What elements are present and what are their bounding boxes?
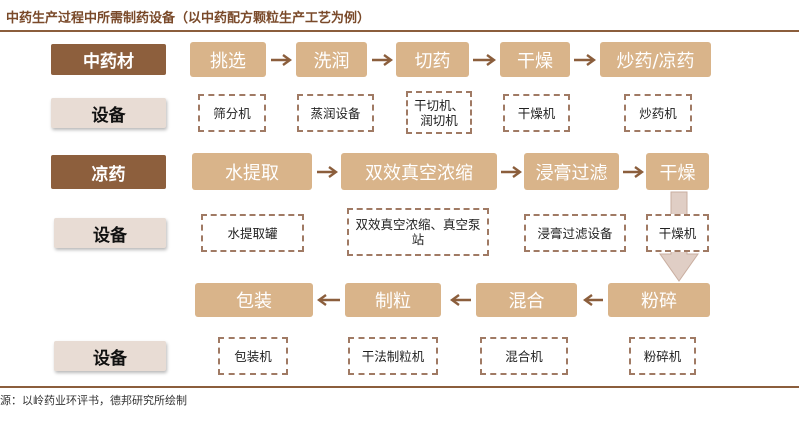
- equipment-box: 包装机: [218, 337, 288, 375]
- step-dry: 干燥: [500, 42, 570, 77]
- equipment-box: 水提取罐: [201, 214, 304, 252]
- step-package: 包装: [195, 283, 313, 317]
- row-label-equipment: 设备: [54, 341, 166, 371]
- step-wash: 洗润: [296, 42, 367, 77]
- source-note: 源：以岭药业环评书，德邦研究所绘制: [0, 394, 187, 407]
- step-cut: 切药: [396, 42, 469, 77]
- row-label-equipment: 设备: [54, 218, 166, 248]
- row-label-cool: 凉药: [51, 155, 166, 189]
- step-mix: 混合: [476, 283, 577, 317]
- step-extract-filter: 浸膏过滤: [524, 153, 619, 190]
- equipment-box: 蒸润设备: [297, 94, 374, 132]
- row-label-herb: 中药材: [51, 44, 166, 75]
- step-granulate: 制粒: [345, 283, 441, 317]
- equipment-box: 炒药机: [624, 94, 692, 132]
- equipment-box: 双效真空浓缩、真空泵站: [347, 208, 489, 256]
- step-fry-cool: 炒药/凉药: [600, 42, 711, 77]
- bottom-divider: [0, 386, 799, 388]
- equipment-box: 干燥机: [503, 94, 570, 132]
- step-dry-2: 干燥: [646, 153, 709, 190]
- equipment-box: 干法制粒机: [348, 337, 438, 375]
- step-vacuum-concentrate: 双效真空浓缩: [341, 153, 497, 190]
- step-crush: 粉碎: [608, 283, 710, 317]
- equipment-box: 干切机、润切机: [406, 91, 472, 134]
- equipment-box: 筛分机: [198, 94, 266, 132]
- row-label-equipment: 设备: [51, 98, 166, 128]
- equipment-box: 混合机: [480, 337, 568, 375]
- equipment-box: 粉碎机: [629, 337, 696, 375]
- equipment-box: 浸膏过滤设备: [524, 214, 626, 252]
- equipment-box: 干燥机: [646, 214, 709, 252]
- step-pick: 挑选: [190, 42, 266, 77]
- step-water-extract: 水提取: [192, 153, 312, 190]
- page-title: 中药生产过程中所需制药设备（以中药配方颗粒生产工艺为例）: [6, 11, 371, 26]
- top-divider: [0, 30, 799, 32]
